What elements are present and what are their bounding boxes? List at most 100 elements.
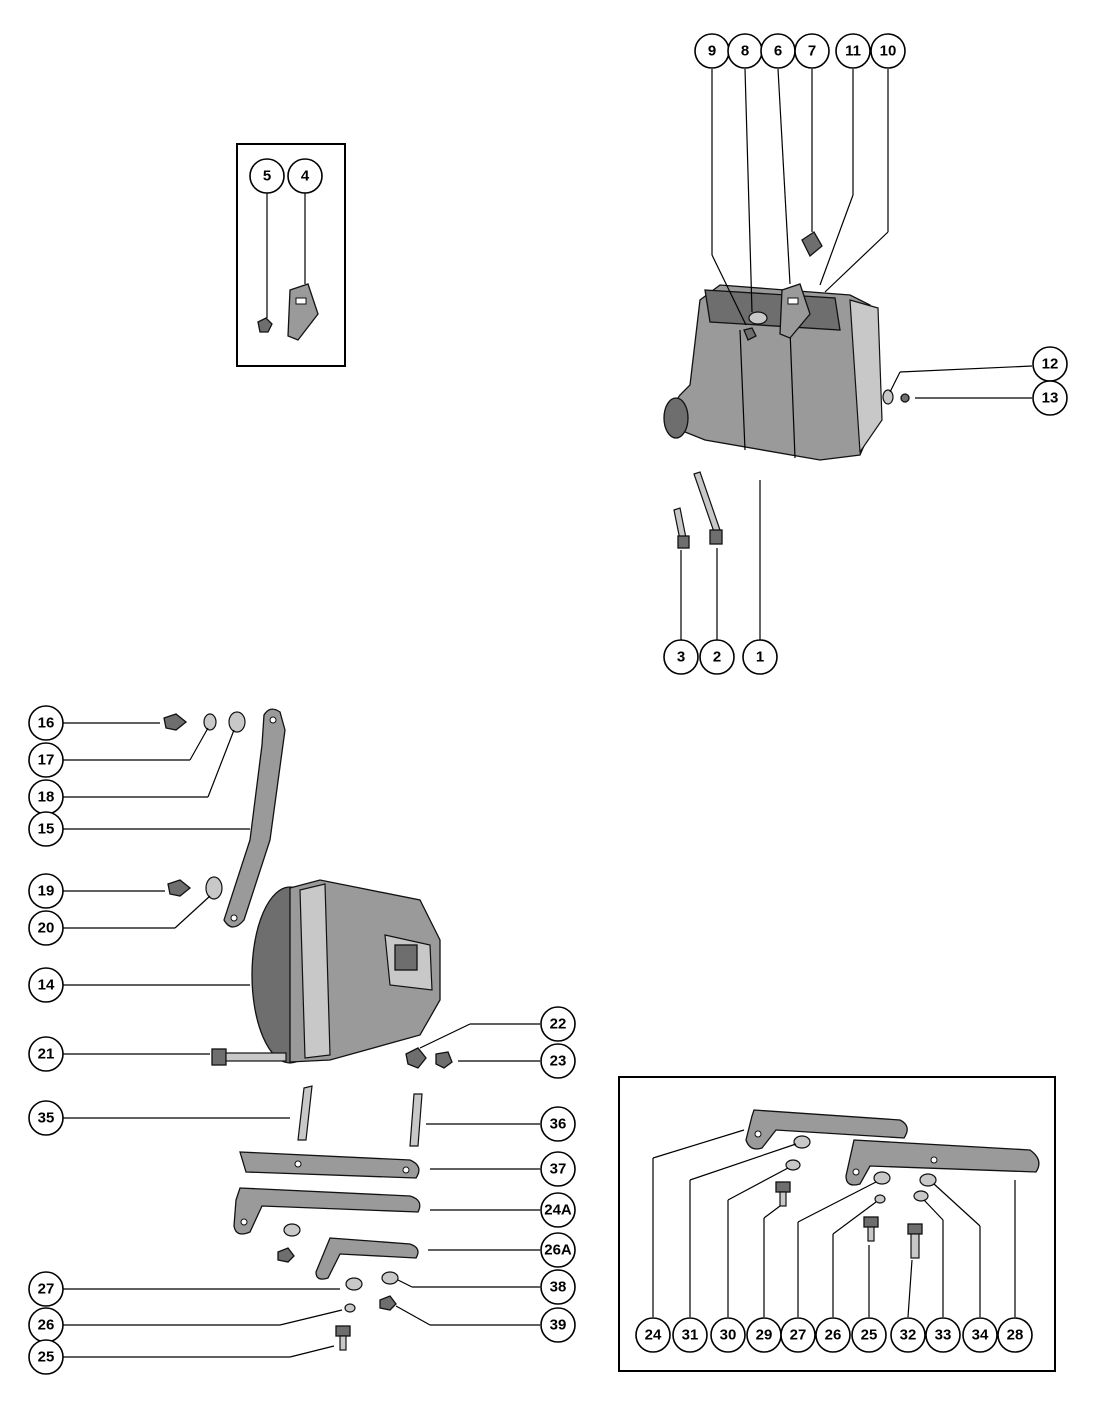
washer-part-12 [882, 389, 894, 405]
svg-text:17: 17 [38, 752, 55, 769]
svg-text:10: 10 [880, 43, 897, 60]
callout-28: 28 [997, 1317, 1033, 1353]
inset-frame-top [236, 143, 346, 367]
washer-part-38 [381, 1271, 399, 1285]
callout-36: 36 [540, 1106, 576, 1142]
svg-text:39: 39 [550, 1317, 567, 1334]
svg-text:11: 11 [845, 43, 861, 60]
washer-part-8 [748, 311, 768, 325]
callout-31: 31 [672, 1317, 708, 1353]
callout-7: 7 [794, 33, 830, 69]
washer-part-27 [873, 1171, 891, 1185]
callout-26-left: 26 [28, 1307, 64, 1343]
starter-motor-part-1 [663, 284, 883, 461]
washer-part-27-left [283, 1223, 301, 1237]
callout-34: 34 [962, 1317, 998, 1353]
callout-30: 30 [710, 1317, 746, 1353]
svg-text:33: 33 [935, 1327, 952, 1344]
callout-14: 14 [28, 967, 64, 1003]
callout-10: 10 [870, 33, 906, 69]
inset-frame-bottom [618, 1076, 1056, 1372]
svg-text:6: 6 [774, 43, 782, 60]
callout-17: 17 [28, 742, 64, 778]
svg-text:32: 32 [900, 1327, 917, 1344]
callout-8: 8 [727, 33, 763, 69]
washer-part-34 [919, 1173, 937, 1187]
svg-text:27: 27 [790, 1327, 807, 1344]
callout-13: 13 [1032, 380, 1068, 416]
nut-part-13 [900, 393, 910, 403]
callout-2: 2 [699, 639, 735, 675]
callout-20: 20 [28, 910, 64, 946]
washer-part-17 [203, 713, 217, 731]
callout-15: 15 [28, 811, 64, 847]
bolt-part-21 [211, 1048, 287, 1066]
svg-text:22: 22 [550, 1016, 567, 1033]
svg-text:25: 25 [861, 1327, 878, 1344]
callout-9: 9 [694, 33, 730, 69]
svg-text:26: 26 [38, 1317, 55, 1334]
nut-part-23 [435, 1051, 453, 1069]
bolt-part-25-left [335, 1325, 351, 1351]
svg-text:3: 3 [677, 649, 685, 666]
callout-25-left: 25 [28, 1339, 64, 1375]
svg-text:24: 24 [645, 1327, 662, 1344]
spacer-part-22 [405, 1047, 427, 1069]
bracket-part-6 [779, 283, 811, 339]
callout-12: 12 [1032, 346, 1068, 382]
bolt-part-32 [907, 1223, 923, 1259]
svg-text:27: 27 [38, 1281, 55, 1298]
callout-38: 38 [540, 1269, 576, 1305]
svg-text:26A: 26A [544, 1242, 572, 1259]
svg-text:19: 19 [38, 883, 55, 900]
svg-text:16: 16 [38, 715, 55, 732]
svg-text:35: 35 [38, 1110, 55, 1127]
stud-part-7 [801, 231, 823, 258]
svg-text:4: 4 [301, 168, 310, 185]
svg-text:21: 21 [38, 1046, 55, 1063]
plate-part-37 [239, 1151, 420, 1179]
callout-33: 33 [925, 1317, 961, 1353]
nut-part-39 [277, 1247, 295, 1263]
svg-text:9: 9 [708, 43, 716, 60]
bolt-part-2 [693, 471, 723, 545]
washer-part-30 [785, 1159, 801, 1171]
callout-27: 27 [780, 1317, 816, 1353]
svg-text:28: 28 [1007, 1327, 1024, 1344]
svg-text:2: 2 [713, 649, 721, 666]
bolt-part-16 [163, 713, 188, 731]
bracket-part-4 [287, 283, 319, 341]
svg-text:20: 20 [38, 920, 55, 937]
svg-text:14: 14 [38, 977, 55, 994]
callout-26: 26 [815, 1317, 851, 1353]
svg-text:7: 7 [808, 43, 816, 60]
nut-part-9 [743, 327, 757, 341]
svg-text:36: 36 [550, 1116, 567, 1133]
callout-25: 25 [851, 1317, 887, 1353]
stud-part-36 [409, 1093, 423, 1147]
callout-19: 19 [28, 873, 64, 909]
svg-text:31: 31 [682, 1327, 699, 1344]
callout-11: 11 [835, 33, 871, 69]
callout-6: 6 [760, 33, 796, 69]
callout-26A: 26A [540, 1232, 576, 1268]
svg-text:5: 5 [263, 168, 271, 185]
callout-3: 3 [663, 639, 699, 675]
callout-37: 37 [540, 1151, 576, 1187]
callout-24: 24 [635, 1317, 671, 1353]
nut-part-39b [379, 1295, 397, 1311]
callout-5: 5 [249, 158, 285, 194]
svg-text:24A: 24A [544, 1202, 572, 1219]
callout-16: 16 [28, 705, 64, 741]
svg-text:8: 8 [741, 43, 749, 60]
bracket-part-24 [745, 1109, 908, 1150]
svg-text:23: 23 [550, 1053, 567, 1070]
svg-text:13: 13 [1042, 390, 1059, 407]
adjusting-brace-part-15 [223, 708, 286, 928]
callout-1: 1 [742, 639, 778, 675]
washer-part-31 [793, 1135, 811, 1149]
callout-24A: 24A [540, 1192, 576, 1228]
svg-text:25: 25 [38, 1349, 55, 1366]
lockwasher-part-26-left [344, 1303, 356, 1313]
